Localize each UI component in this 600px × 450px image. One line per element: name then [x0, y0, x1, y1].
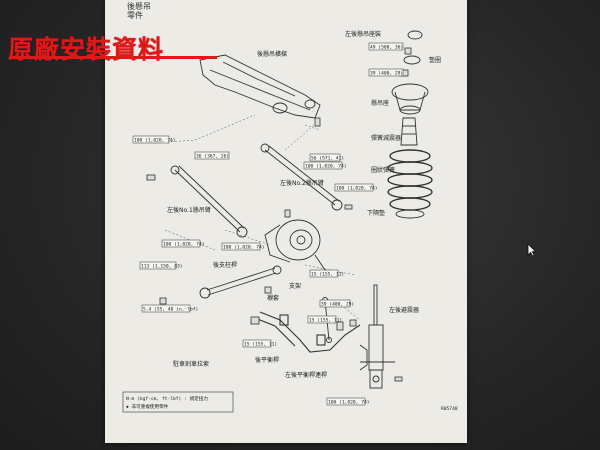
page-header: 後懸吊 零件 — [127, 2, 151, 20]
torque-7: 100 (1,020, 74) — [336, 186, 378, 192]
legend-box: N·m (kgf·cm, ft·lbf) : 規定扭力 ◆ 非可重複使用零件 — [122, 391, 234, 413]
torque-16: 100 (1,020, 74) — [328, 400, 370, 406]
page-code: R05748 — [441, 406, 458, 412]
torque-5: 56 (571, 41) — [311, 156, 344, 162]
torque-13: 15 (155, 11) — [244, 342, 277, 348]
torque-3: 100 (1,020, 74) — [134, 138, 176, 144]
label-no2-arm: 左後No.2懸吊臂 — [280, 179, 324, 187]
label-cap: 墊圈 — [429, 56, 441, 64]
label-stabilizer-link: 左後平衡桿連桿 — [285, 371, 327, 379]
label-no1-arm: 左後No.1懸吊臂 — [167, 206, 211, 214]
label-stabilizer-bar: 後平衡桿 — [255, 356, 279, 364]
torque-14: 39 (400, 29) — [321, 302, 354, 308]
stabilizer-bar — [254, 311, 361, 353]
legend-line-1: N·m (kgf·cm, ft·lbf) : 規定扭力 — [126, 395, 208, 402]
suspension-exploded-diagram: 後懸吊橫樑 左後No.1懸吊臂 左後No.2懸吊臂 後支柱桿 左後懸吊座裝 墊圈… — [122, 30, 458, 413]
watermark-text: 原廠安裝資料 — [8, 35, 165, 64]
bolts — [146, 47, 412, 382]
header-line-1: 後懸吊 — [127, 2, 151, 11]
axle-carrier — [264, 219, 326, 271]
label-lower-seat: 下隔墊 — [367, 209, 385, 217]
rear-crossmember — [199, 54, 321, 119]
torque-4: 36 (367, 26) — [196, 154, 229, 160]
torque-2: 39 (400, 29) — [370, 71, 403, 77]
label-coil-spring: 圈狀彈簧 — [371, 166, 395, 174]
label-strut-arm: 後支柱桿 — [213, 261, 237, 269]
watermark-underline — [10, 56, 217, 59]
label-bracket: 支架 — [289, 282, 301, 290]
torque-15: 15 (155, 11) — [309, 318, 342, 324]
leader-lines — [154, 114, 361, 321]
mouse-pointer-icon — [527, 243, 537, 257]
shock-absorber — [359, 284, 395, 389]
label-shock: 左後避震器 — [389, 306, 419, 314]
lower-insulator — [395, 209, 425, 219]
legend-line-2: ◆ 非可重複使用零件 — [126, 403, 169, 410]
no1-suspension-arm — [170, 165, 248, 238]
label-top-support: 左後懸吊座裝 — [345, 30, 381, 38]
top-support-assembly — [391, 30, 429, 115]
label-bushing: 襯套 — [267, 294, 279, 302]
label-bumper: 彈簧減震器 — [371, 134, 401, 142]
spring-bumper — [400, 117, 418, 146]
label-support: 懸吊座 — [371, 99, 389, 107]
coil-spring — [387, 149, 433, 211]
torque-10: 113 (1,150, 83) — [141, 264, 183, 270]
label-parking-brake-cable: 駐車剎車拉索 — [173, 360, 209, 368]
label-rear-crossmember: 後懸吊橫樑 — [257, 50, 287, 58]
torque-6: 100 (1,020, 74) — [305, 164, 347, 170]
torque-11: 15 (155, 11) — [311, 272, 344, 278]
torque-8: 100 (1,020, 74) — [163, 242, 205, 248]
torque-9: 100 (1,020, 74) — [223, 245, 265, 251]
strut-rod — [199, 265, 282, 299]
no2-suspension-arm — [260, 143, 343, 211]
torque-boxes — [132, 42, 404, 406]
torque-1: 49 (500, 36) — [370, 45, 403, 51]
torque-12: 5.4 (55, 48 in.·lbf) — [143, 307, 198, 313]
header-line-2: 零件 — [127, 11, 143, 20]
